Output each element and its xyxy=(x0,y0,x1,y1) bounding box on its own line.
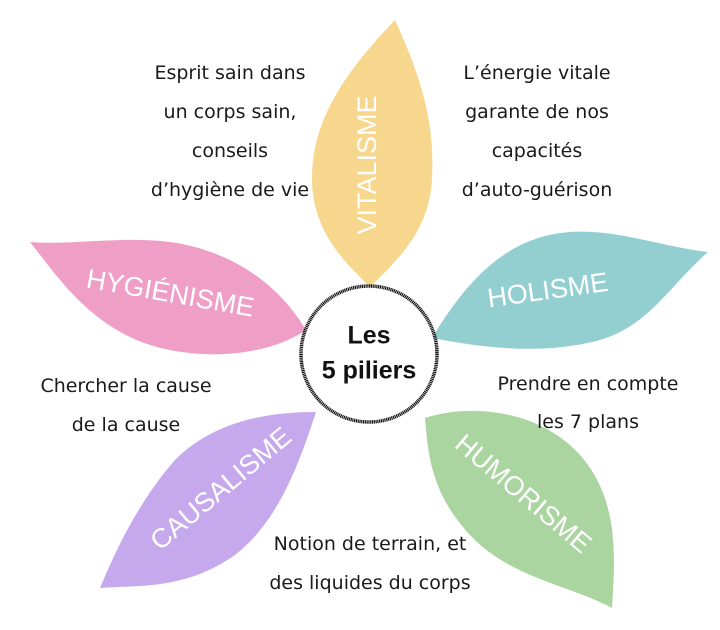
annotation-holisme-line1: Prendre en compte xyxy=(498,373,679,395)
leaf-humorisme: HUMORISME xyxy=(425,410,614,608)
annotation-causalisme: Chercher la cause de la cause xyxy=(40,375,211,436)
leaf-hygienisme-shape xyxy=(30,239,306,355)
annotation-holisme-line2: les 7 plans xyxy=(537,411,639,433)
annotation-hygienisme-line1: Esprit sain dans xyxy=(154,62,305,84)
center-circle xyxy=(299,284,439,424)
leaf-holisme-shape xyxy=(432,231,708,349)
annotation-hygienisme-line4: d’hygiène de vie xyxy=(151,179,309,201)
annotation-humorisme: Notion de terrain, et des liquides du co… xyxy=(269,533,470,594)
center-node: Les 5 piliers xyxy=(299,284,439,424)
leaf-humorisme-shape xyxy=(425,410,614,608)
annotation-hygienisme-line2: un corps sain, xyxy=(164,101,297,123)
leaf-vitalisme-label: VITALISME xyxy=(352,95,382,234)
annotation-vitalisme-line1: L’énergie vitale xyxy=(463,62,610,84)
center-title-line1: Les xyxy=(347,322,390,350)
annotation-vitalisme-line4: d’auto-guérison xyxy=(462,179,613,201)
leaf-vitalisme-shape xyxy=(312,20,433,287)
annotation-humorisme-line2: des liquides du corps xyxy=(269,572,470,594)
annotation-hygienisme: Esprit sain dans un corps sain, conseils… xyxy=(151,62,309,201)
annotation-hygienisme-line3: conseils xyxy=(192,140,268,162)
annotation-vitalisme-line2: garante de nos xyxy=(465,101,609,123)
annotation-vitalisme: L’énergie vitale garante de nos capacité… xyxy=(462,62,613,201)
leaf-holisme: HOLISME xyxy=(432,231,708,349)
leaf-hygienisme: HYGIÉNISME xyxy=(30,239,306,355)
annotation-vitalisme-line3: capacités xyxy=(492,140,583,162)
annotation-holisme: Prendre en compte les 7 plans xyxy=(498,373,679,433)
leaf-causalisme: CAUSALISME xyxy=(100,412,316,588)
annotation-humorisme-line1: Notion de terrain, et xyxy=(274,533,467,555)
center-title-line2: 5 piliers xyxy=(322,357,417,385)
annotation-causalisme-line2: de la cause xyxy=(72,414,180,436)
leaf-causalisme-shape xyxy=(100,412,316,588)
leaf-vitalisme: VITALISME xyxy=(312,20,433,287)
annotation-causalisme-line1: Chercher la cause xyxy=(40,375,211,397)
